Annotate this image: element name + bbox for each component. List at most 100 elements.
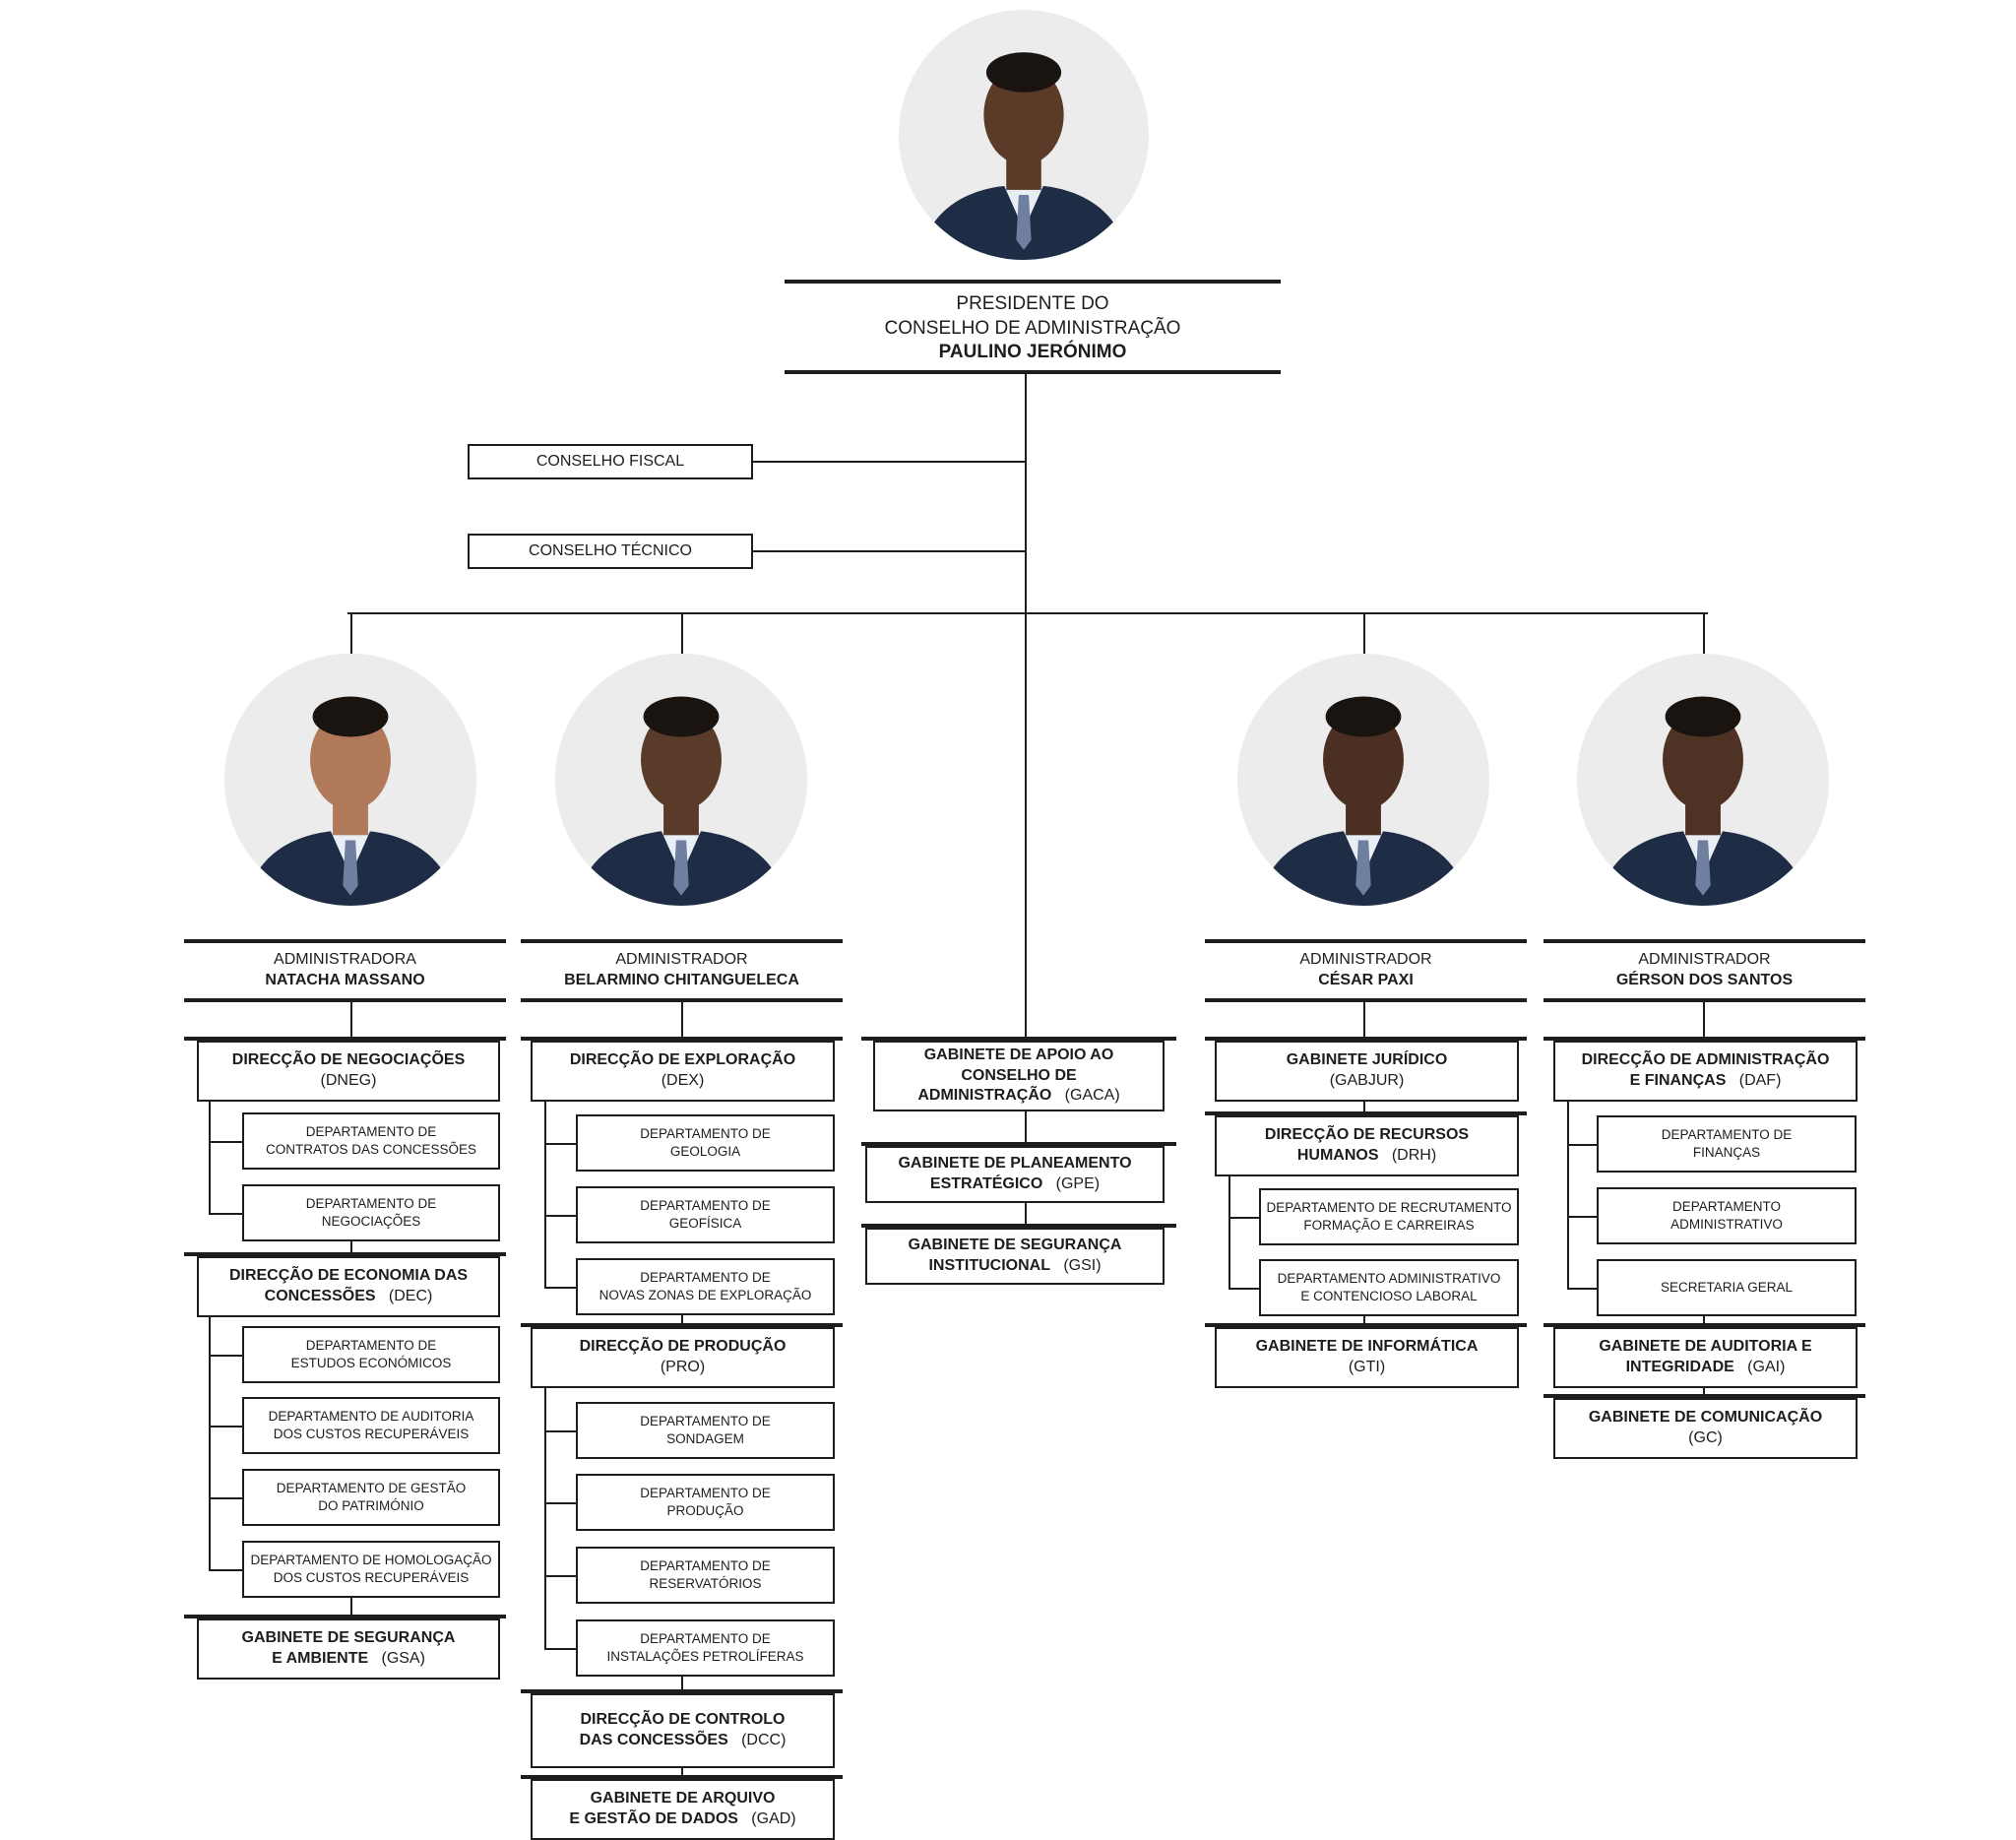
unit-name: GABINETE DE SEGURANÇA <box>241 1629 456 1647</box>
unit-name-line: DAS CONCESSÕES (DCC) <box>580 1731 787 1751</box>
unit-link-line <box>681 1315 683 1323</box>
admin-distribution-line <box>347 612 1708 614</box>
department-box[interactable]: DEPARTAMENTO DE GESTÃO DO PATRIMÓNIO <box>242 1469 500 1526</box>
council-connector <box>753 550 1025 552</box>
council-name: CONSELHO FISCAL <box>536 452 685 470</box>
department-box[interactable]: SECRETARIA GERAL <box>1597 1259 1857 1316</box>
department-name-line: DEPARTAMENTO DE GESTÃO <box>276 1481 467 1496</box>
council-box[interactable]: CONSELHO TÉCNICO <box>468 534 753 569</box>
unit-box[interactable]: DIRECÇÃO DE EXPLORAÇÃO(DEX) <box>531 1041 835 1102</box>
unit-box[interactable]: GABINETE JURÍDICO(GABJUR) <box>1215 1041 1519 1102</box>
unit-name: HUMANOS <box>1296 1147 1379 1164</box>
unit-code: (GC) <box>1688 1429 1723 1446</box>
department-name-line: DEPARTAMENTO DE RECRUTAMENTO <box>1266 1200 1512 1216</box>
unit-code: (DEC) <box>388 1288 433 1304</box>
unit-code: (GSI) <box>1063 1257 1102 1274</box>
unit-code-line: (GABJUR) <box>1330 1071 1405 1092</box>
admin-drop-line <box>350 612 352 656</box>
department-branch-line <box>1567 1288 1597 1290</box>
department-branch-line <box>1567 1216 1597 1218</box>
department-branch-line <box>544 1430 576 1432</box>
unit-name: CONCESSÕES <box>264 1288 376 1304</box>
unit-link-line <box>1363 1316 1365 1323</box>
divider-band <box>521 939 843 943</box>
unit-code-line: (PRO) <box>661 1358 705 1378</box>
unit-name-line: DIRECÇÃO DE PRODUÇÃO <box>580 1337 787 1358</box>
admin-unit-connector <box>681 1002 683 1042</box>
unit-name-line: HUMANOS (DRH) <box>1297 1146 1436 1167</box>
department-branch-line <box>1228 1288 1259 1290</box>
unit-link-line <box>1363 1102 1365 1111</box>
department-name-line: DEPARTAMENTO DE <box>640 1631 771 1647</box>
unit-box[interactable]: DIRECÇÃO DE PRODUÇÃO(PRO) <box>531 1327 835 1388</box>
department-tree-line <box>1228 1176 1230 1288</box>
unit-name-line: GABINETE DE INFORMÁTICA <box>1256 1337 1479 1358</box>
unit-link-line <box>681 1768 683 1775</box>
divider-band <box>1205 1111 1527 1115</box>
department-name-line: DOS CUSTOS RECUPERÁVEIS <box>273 1570 470 1585</box>
unit-name-line: GABINETE DE SEGURANÇA <box>242 1628 456 1649</box>
administrator-portrait-icon <box>555 654 807 906</box>
unit-link-line <box>350 1241 352 1252</box>
unit-name: GABINETE DE SEGURANÇA <box>908 1237 1122 1254</box>
council-box[interactable]: CONSELHO FISCAL <box>468 444 753 479</box>
unit-code: (GABJUR) <box>1329 1072 1405 1089</box>
department-name-line: DO PATRIMÓNIO <box>318 1498 424 1513</box>
department-branch-line <box>209 1426 242 1428</box>
unit-name-line: GABINETE DE COMUNICAÇÃO <box>1589 1408 1822 1428</box>
department-branch-line <box>209 1497 242 1499</box>
unit-code: (DCC) <box>741 1732 787 1748</box>
department-name-line: DEPARTAMENTO DE AUDITORIA <box>268 1409 474 1425</box>
unit-box[interactable]: DIRECÇÃO DE NEGOCIAÇÕES(DNEG) <box>197 1041 500 1102</box>
unit-code: (DEX) <box>661 1072 705 1089</box>
unit-name-line: E AMBIENTE (GSA) <box>272 1649 425 1670</box>
unit-box[interactable]: GABINETE DE SEGURANÇA E AMBIENTE (GSA) <box>197 1618 500 1680</box>
department-branch-line <box>209 1141 242 1143</box>
administrator-name: CÉSAR PAXI <box>1318 971 1414 988</box>
unit-box[interactable]: GABINETE DE INFORMÁTICA(GTI) <box>1215 1327 1519 1388</box>
president-name: PAULINO JERÓNIMO <box>938 342 1127 363</box>
department-name-line: ESTUDOS ECONÓMICOS <box>290 1356 452 1370</box>
administrator-portrait-icon <box>1237 654 1489 906</box>
center-link-line <box>1025 1203 1027 1224</box>
department-tree-line <box>1567 1102 1569 1288</box>
admin-drop-line <box>681 612 683 656</box>
unit-box[interactable]: GABINETE DE COMUNICAÇÃO(GC) <box>1553 1398 1858 1459</box>
divider-band <box>861 1037 1176 1041</box>
divider-band <box>521 1689 843 1693</box>
unit-name: DIRECÇÃO DE NEGOCIAÇÕES <box>231 1051 466 1069</box>
department-tree-line <box>544 1388 546 1648</box>
divider-band <box>785 370 1281 374</box>
department-branch-line <box>544 1502 576 1504</box>
department-name-line: NEGOCIAÇÕES <box>321 1214 421 1229</box>
administrator-role: ADMINISTRADOR <box>1299 951 1432 968</box>
department-name-line: DEPARTAMENTO DE <box>640 1486 771 1501</box>
